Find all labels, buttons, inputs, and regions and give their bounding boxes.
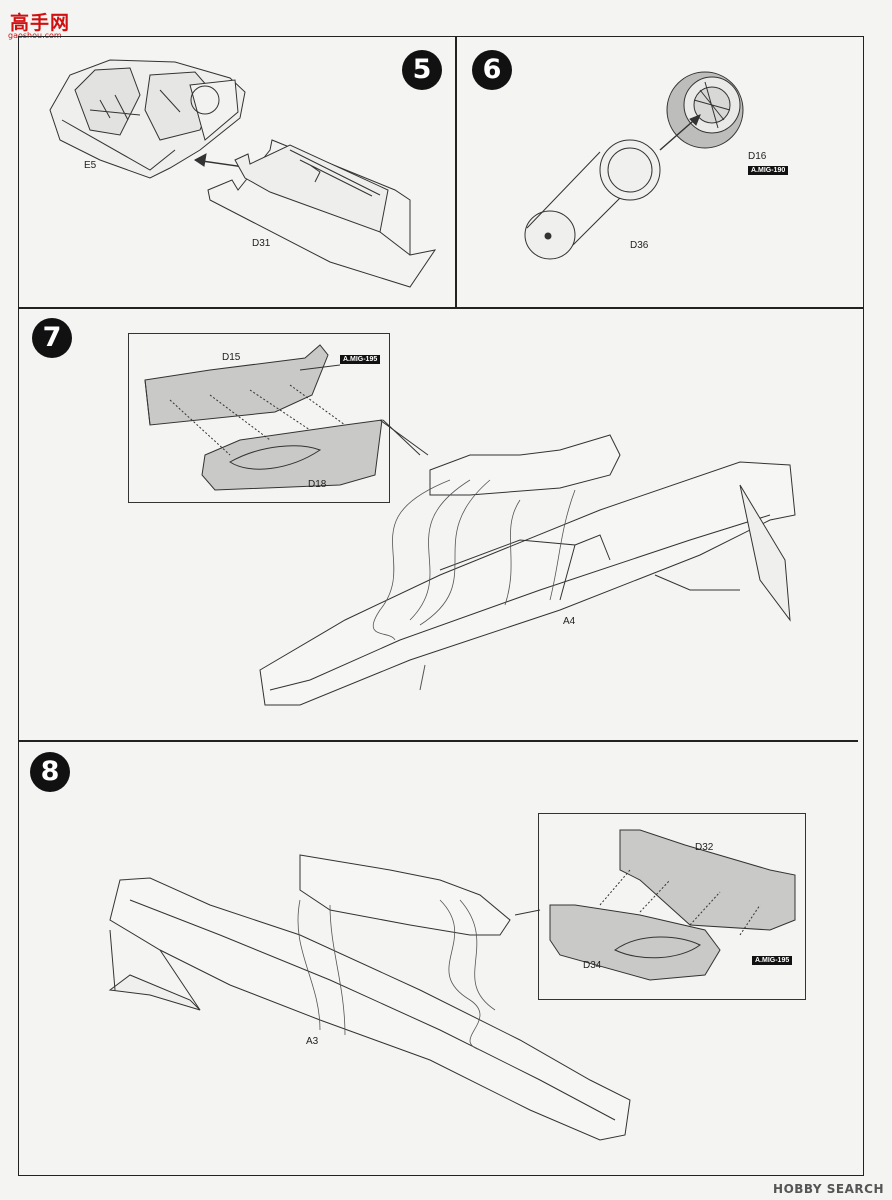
part-label-e5: E5 bbox=[84, 160, 97, 171]
part-d18-drawing bbox=[201, 419, 383, 491]
part-label-d32: D32 bbox=[695, 842, 714, 853]
part-label-d36: D36 bbox=[630, 240, 649, 251]
section-divider-top bbox=[18, 307, 864, 309]
part-label-d34: D34 bbox=[583, 960, 602, 971]
step-8-detail-inset bbox=[538, 813, 806, 1000]
logo-text: 高手网 bbox=[10, 12, 71, 34]
part-label-d15: D15 bbox=[222, 352, 241, 363]
part-a4-drawing bbox=[259, 434, 796, 706]
hobby-search-watermark: HOBBY SEARCH bbox=[773, 1182, 884, 1196]
part-d34-drawing bbox=[549, 904, 721, 981]
part-label-a4: A4 bbox=[563, 616, 576, 627]
section-divider-middle bbox=[18, 740, 858, 742]
part-label-d18: D18 bbox=[308, 479, 327, 490]
paint-code-tag: A.MIG-195 bbox=[752, 956, 793, 965]
part-label-d16: D16 bbox=[748, 151, 767, 162]
step-6-number: 6 bbox=[472, 50, 512, 90]
part-d31-drawing bbox=[207, 139, 437, 288]
part-a3-drawing bbox=[108, 854, 631, 1141]
part-d15-drawing bbox=[144, 344, 329, 426]
logo-url: gaoshou.com bbox=[8, 31, 62, 40]
part-label-d31: D31 bbox=[252, 238, 271, 249]
paint-code-tag: A.MIG-190 bbox=[748, 166, 789, 175]
page-frame bbox=[18, 36, 864, 1176]
part-d36-drawing bbox=[524, 139, 661, 260]
step-5-number: 5 bbox=[402, 50, 442, 90]
cockpit-tub-drawing bbox=[49, 59, 246, 179]
step-7-detail-inset bbox=[128, 333, 390, 503]
part-label-a3: A3 bbox=[306, 1036, 319, 1047]
section-divider-vertical bbox=[455, 36, 457, 307]
step-8-number: 8 bbox=[30, 752, 70, 792]
paint-code-tag: A.MIG-195 bbox=[340, 355, 381, 364]
site-logo: 高手网 gaoshou.com bbox=[4, 4, 74, 42]
part-d32-drawing bbox=[619, 829, 796, 931]
step-7-number: 7 bbox=[32, 318, 72, 358]
part-d16-drawing bbox=[666, 71, 744, 149]
